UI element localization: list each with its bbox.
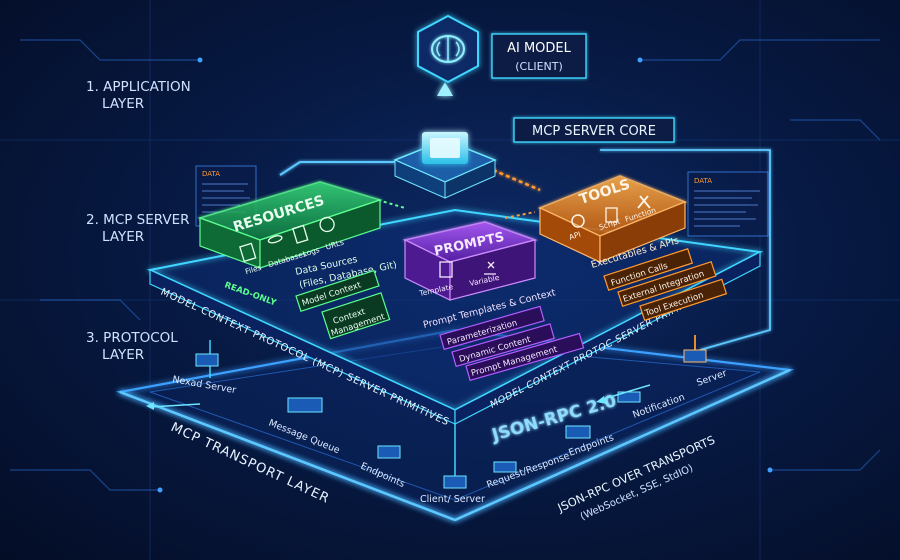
left-panel-header: DATA [202, 170, 220, 178]
files-icon [239, 242, 257, 263]
gear-icon [571, 214, 585, 228]
layer-mcp-line2: LAYER [102, 229, 144, 245]
layer-application-line2: LAYER [102, 96, 144, 112]
server-icon [195, 353, 219, 367]
layer-mcp-line1: 2. MCP SERVER [86, 212, 190, 228]
connection-lines [209, 149, 771, 480]
brain-icon [431, 35, 465, 63]
server-core-label: MCP SERVER CORE [532, 124, 656, 139]
ai-model-node: AI MODEL (CLIENT) [417, 14, 587, 84]
core-up-arrow-head [437, 82, 453, 96]
right-data-panel: DATA [687, 171, 769, 237]
template-icon [439, 261, 453, 278]
layer-protocol-line2: LAYER [102, 347, 144, 363]
right-panel-header: DATA [694, 177, 712, 185]
layer-labels: 1. APPLICATION LAYER 2. MCP SERVER LAYER… [86, 79, 191, 363]
mcp-server-core: MCP SERVER CORE [393, 82, 675, 199]
node-client-server: Client/ Server [420, 475, 485, 505]
layer-label-mcp-server: 2. MCP SERVER LAYER [86, 212, 190, 245]
layer-application-line1: 1. APPLICATION [86, 79, 191, 95]
svg-text:Client/ Server: Client/ Server [420, 494, 485, 505]
layer-label-application: 1. APPLICATION LAYER [86, 79, 191, 112]
tools-icon-label-api: API [568, 230, 582, 242]
prompts-block: PROMPTS Template Variable Prompt Templat… [402, 221, 585, 382]
wrench-icon [637, 195, 651, 209]
client-server-icon [443, 475, 467, 489]
endpoint-icon [377, 445, 401, 459]
layer-protocol-line1: 3. PROTOCOL [86, 330, 178, 346]
layer-label-protocol: 3. PROTOCOL LAYER [86, 330, 178, 363]
script-icon [605, 207, 618, 223]
queue-icon [287, 397, 323, 413]
variable-icon [484, 261, 496, 275]
tools-block: TOOLS API Script Function Executables & … [537, 175, 728, 322]
ai-model-title: AI MODEL [507, 41, 572, 56]
server-icon [683, 349, 707, 363]
urls-icon [319, 216, 335, 233]
logs-icon [292, 224, 309, 244]
databases-icon [267, 235, 283, 244]
ai-model-subtitle: (CLIENT) [515, 60, 563, 73]
